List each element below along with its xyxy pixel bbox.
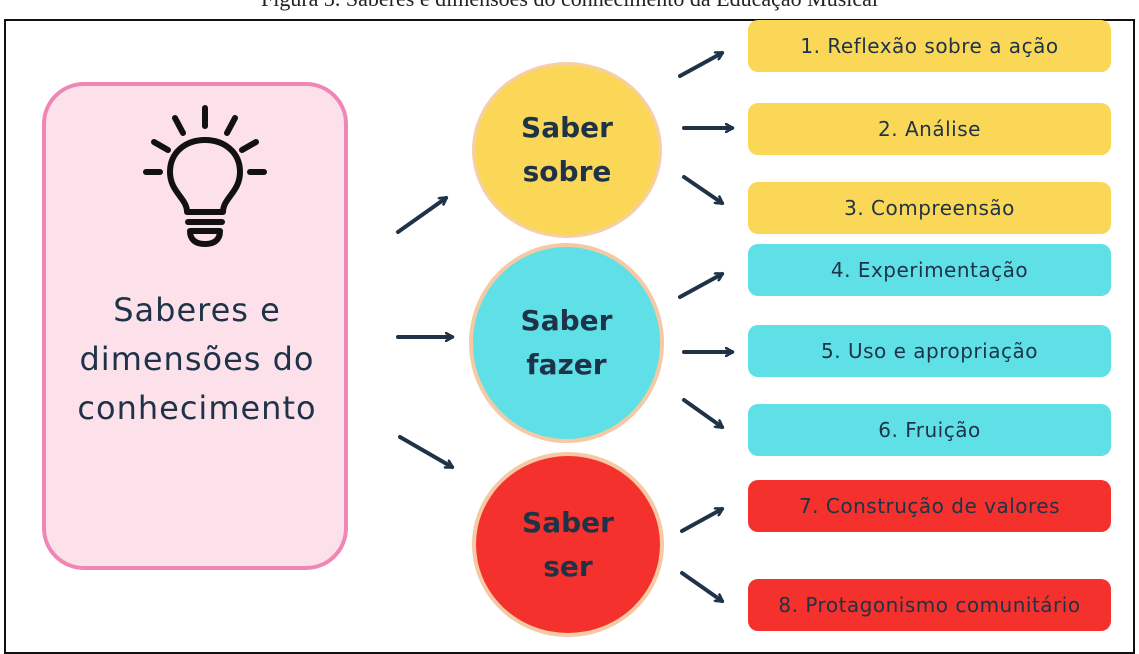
dimension-6-box: 6. Fruição	[748, 404, 1111, 456]
saber-sobre-line-2: sobre	[522, 155, 612, 188]
figure-caption: Figura 3. Saberes e dimensões do conheci…	[0, 0, 1139, 12]
main-title-line-3: conhecimento	[77, 389, 317, 427]
main-title-line-2: dimensões do	[79, 340, 315, 378]
dimension-7-box: 7. Construção de valores	[748, 480, 1111, 532]
lightbulb-icon	[143, 105, 267, 247]
saber-ser-line-2: ser	[543, 549, 593, 583]
dimension-2-box: 2. Análise	[748, 103, 1111, 155]
saber-sobre-circle: Saber sobre	[472, 62, 662, 238]
main-concept-card	[42, 82, 348, 570]
main-concept-title: Saberes e dimensões do conhecimento	[52, 286, 342, 433]
saber-fazer-line-1: Saber	[520, 304, 613, 337]
saber-fazer-circle: Saber fazer	[469, 243, 664, 443]
dimension-3-box: 3. Compreensão	[748, 182, 1111, 234]
saber-sobre-line-1: Saber	[521, 111, 613, 144]
saber-ser-line-1: Saber	[522, 505, 614, 539]
saber-ser-circle: Saber ser	[472, 452, 664, 637]
dimension-8-box: 8. Protagonismo comunitário	[748, 579, 1111, 631]
dimension-5-box: 5. Uso e apropriação	[748, 325, 1111, 377]
dimension-4-box: 4. Experimentação	[748, 244, 1111, 296]
saber-fazer-line-2: fazer	[526, 348, 607, 381]
main-title-line-1: Saberes e	[113, 291, 281, 329]
dimension-1-box: 1. Reflexão sobre a ação	[748, 20, 1111, 72]
